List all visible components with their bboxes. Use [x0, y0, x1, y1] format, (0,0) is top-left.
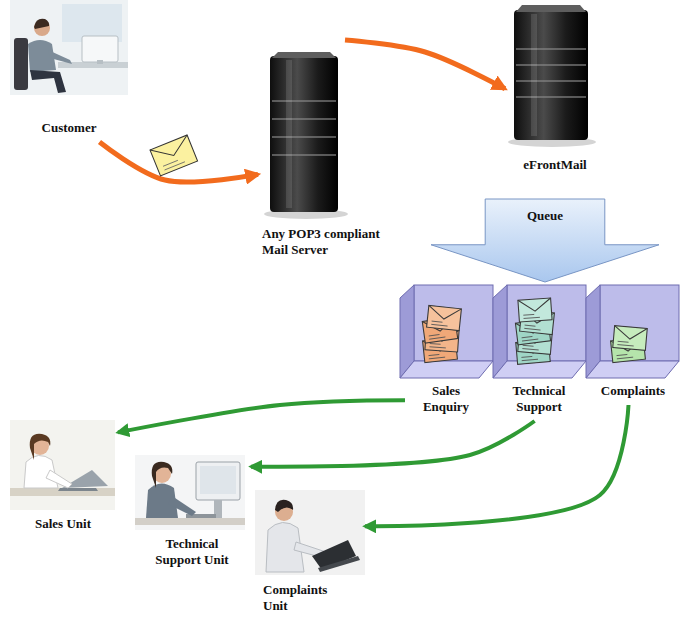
node-label: Complaints Unit [263, 582, 348, 614]
node-label: Customer [14, 120, 124, 136]
mail-server-node: Any POP3 compliant Mail Server [258, 40, 403, 264]
efrontmail-node: eFrontMail [505, 2, 605, 179]
support-person-photo [135, 455, 245, 530]
node-label: Sales Unit [11, 516, 115, 532]
queue-bin: Sales Enquiry [405, 283, 487, 421]
flow-arrow [365, 405, 629, 526]
flow-arrow [251, 421, 535, 467]
queue-bins [400, 285, 679, 378]
unit-node: Technical Support Unit [133, 452, 251, 574]
node-label: Queue [485, 208, 605, 224]
queue-bin: Technical Support [495, 283, 583, 421]
queue-arrow: Queue [430, 198, 660, 283]
unit-node: Sales Unit [8, 418, 118, 538]
customer-node: Customer [8, 0, 130, 142]
node-label: Any POP3 compliant Mail Server [262, 226, 398, 258]
unit-node: Complaints Unit [253, 486, 365, 620]
flow-arrow [118, 400, 405, 432]
node-label: Technical Support Unit [142, 536, 242, 568]
flow-arrow [345, 40, 505, 89]
node-label: eFrontMail [508, 157, 602, 173]
queue-arrow-outline [431, 199, 659, 282]
server-icon [264, 52, 348, 219]
mail-envelope [150, 135, 198, 176]
node-label: Complaints [591, 383, 675, 399]
customer-photo [10, 0, 128, 95]
sales-person-photo [10, 420, 115, 510]
server-icon [508, 5, 596, 147]
node-label: Sales Enquiry [408, 383, 484, 415]
complaints-person-photo [255, 490, 365, 575]
node-label: Technical Support [499, 383, 579, 415]
queue-bin: Complaints [588, 283, 678, 405]
